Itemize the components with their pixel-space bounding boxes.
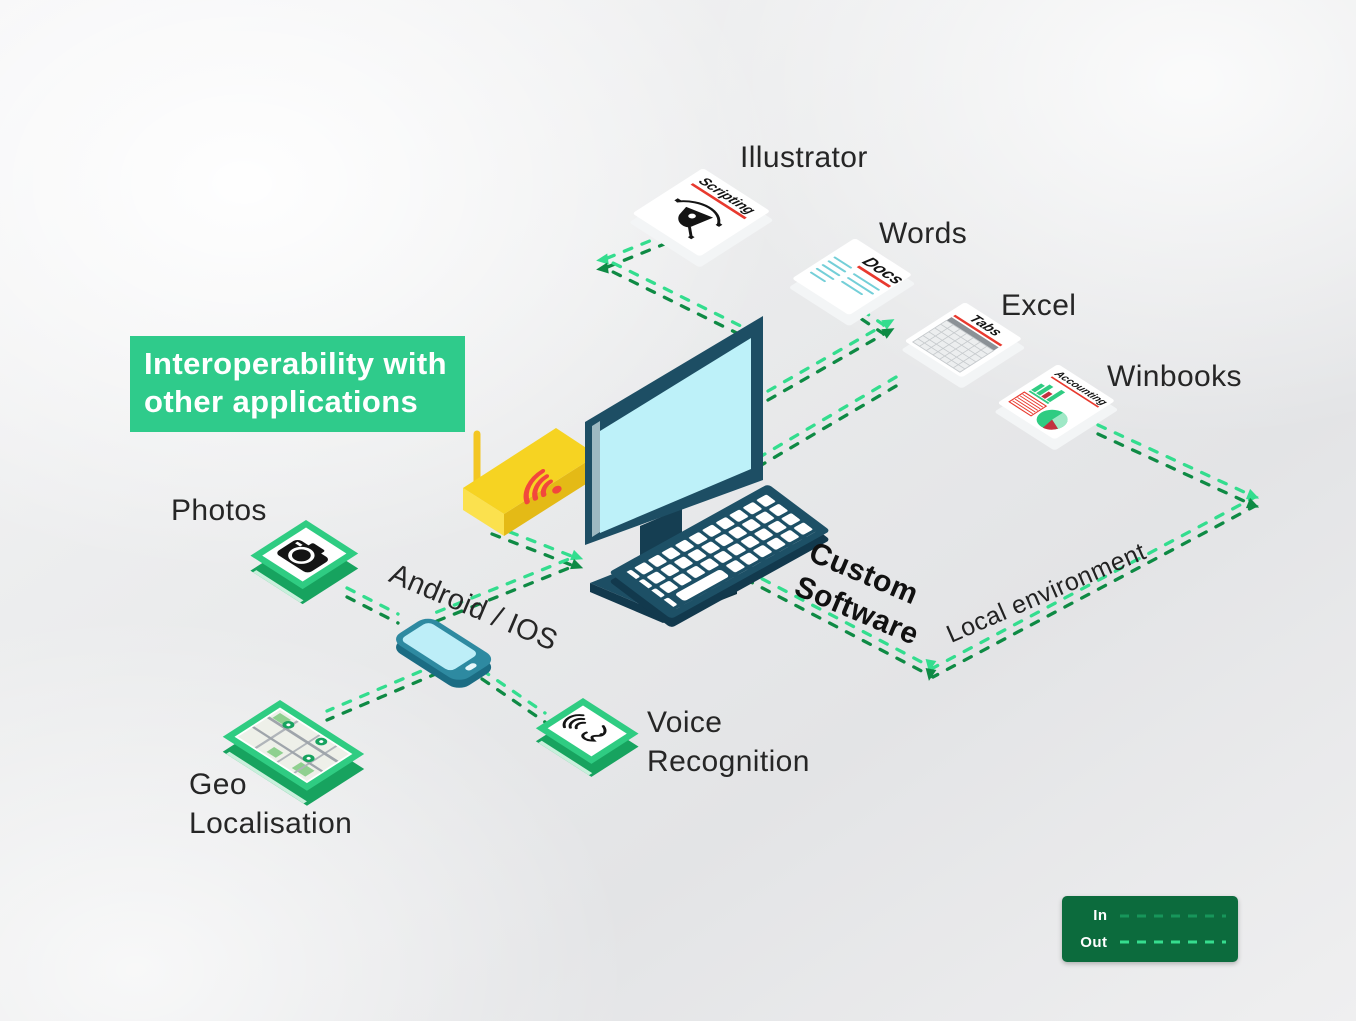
line-in-router-phone	[430, 532, 579, 625]
geo-tile	[222, 700, 365, 806]
arrowheads	[570, 253, 1260, 681]
legend-row-out: Out	[1074, 934, 1226, 951]
connection-lines	[325, 232, 1260, 724]
legend-in-dash	[1119, 914, 1226, 918]
photos-tile	[250, 520, 359, 605]
map-icon	[237, 709, 350, 782]
line-out-illustrator	[600, 232, 757, 335]
legend-box: In Out	[1062, 896, 1238, 962]
voice-icon	[562, 714, 607, 742]
label-geo-localisation: Geo Localisation	[189, 768, 353, 840]
map-pin-icon	[282, 721, 328, 763]
line-out-router-phone	[430, 523, 579, 616]
line-in-phone-voice	[480, 677, 547, 724]
label-voice-recognition: Voice Recognition	[647, 706, 810, 778]
line-in-photos-phone	[345, 595, 400, 625]
spacebar-key	[676, 569, 729, 601]
legend-row-in: In	[1074, 907, 1226, 924]
text-lines-icon	[809, 256, 880, 296]
line-in-phone-geo	[325, 671, 440, 722]
document-excel: Tabs	[902, 302, 1025, 388]
keyboard	[610, 485, 829, 627]
voice-tile	[535, 698, 639, 777]
wifi-router	[463, 428, 597, 536]
bar-chart-icon	[1028, 383, 1066, 404]
title-banner: Interoperability with other applications	[130, 336, 465, 432]
spreadsheet-icon	[911, 317, 999, 373]
monitor-screen	[600, 338, 751, 533]
line-in-excel	[756, 380, 905, 469]
router-top	[463, 428, 597, 514]
line-out-phone-geo	[325, 662, 440, 713]
title-line-1: Interoperability with	[144, 346, 447, 381]
wifi-icon	[523, 469, 562, 505]
hatched-block-icon	[1008, 391, 1048, 417]
label-illustrator: Illustrator	[740, 141, 868, 174]
title-line-2: other applications	[144, 384, 419, 419]
label-excel: Excel	[1001, 289, 1077, 322]
phone-home-button	[465, 663, 477, 671]
smartphone	[396, 618, 492, 688]
document-winbooks: Accounting	[995, 364, 1118, 450]
label-winbooks: Winbooks	[1107, 360, 1242, 393]
document-illustrator: Scripting	[630, 168, 773, 267]
line-out-excel	[756, 371, 905, 460]
camera-icon	[277, 539, 328, 573]
legend-out-label: Out	[1080, 933, 1108, 951]
pie-chart-icon	[1036, 409, 1068, 430]
label-words: Words	[879, 217, 968, 250]
phone-screen	[402, 623, 476, 671]
legend-out-dash	[1119, 940, 1226, 944]
label-photos: Photos	[171, 494, 267, 527]
line-out-words	[766, 301, 888, 393]
line-in-illustrator	[600, 241, 757, 344]
line-out-phone-voice	[480, 668, 547, 715]
legend-in-label: In	[1093, 907, 1108, 925]
line-out-photos-phone	[345, 586, 400, 616]
pen-tool-icon	[674, 198, 723, 240]
line-in-words	[766, 310, 888, 402]
